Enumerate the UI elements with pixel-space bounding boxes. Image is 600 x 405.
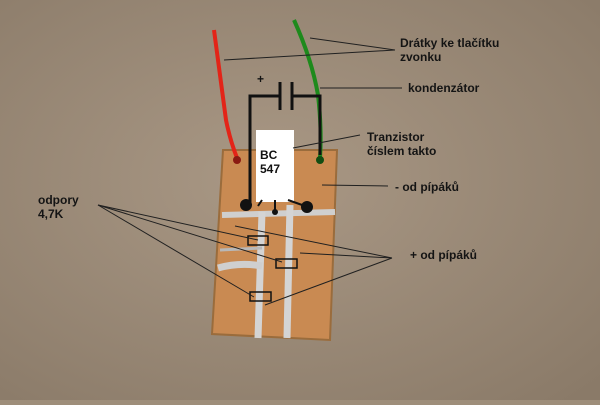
capacitor-symbol — [248, 82, 322, 205]
capacitor-plus-label: + — [257, 72, 265, 86]
minus-beepers-label: - od pípáků — [395, 180, 459, 194]
red-wire — [212, 29, 239, 159]
wires-label: Drátky ke tlačítku zvonku — [400, 36, 500, 64]
transistor-chip-label: BC 547 — [260, 148, 281, 176]
annotation-lines — [97, 37, 402, 306]
transistor-chip — [256, 130, 294, 202]
resistors-label: odpory 4,7K — [38, 193, 79, 221]
resistors — [247, 235, 298, 302]
plus-beepers-label: + od pípáků — [410, 248, 478, 262]
capacitor-label: kondenzátor — [408, 81, 480, 95]
transistor-label: Tranzistor číslem takto — [367, 130, 437, 158]
